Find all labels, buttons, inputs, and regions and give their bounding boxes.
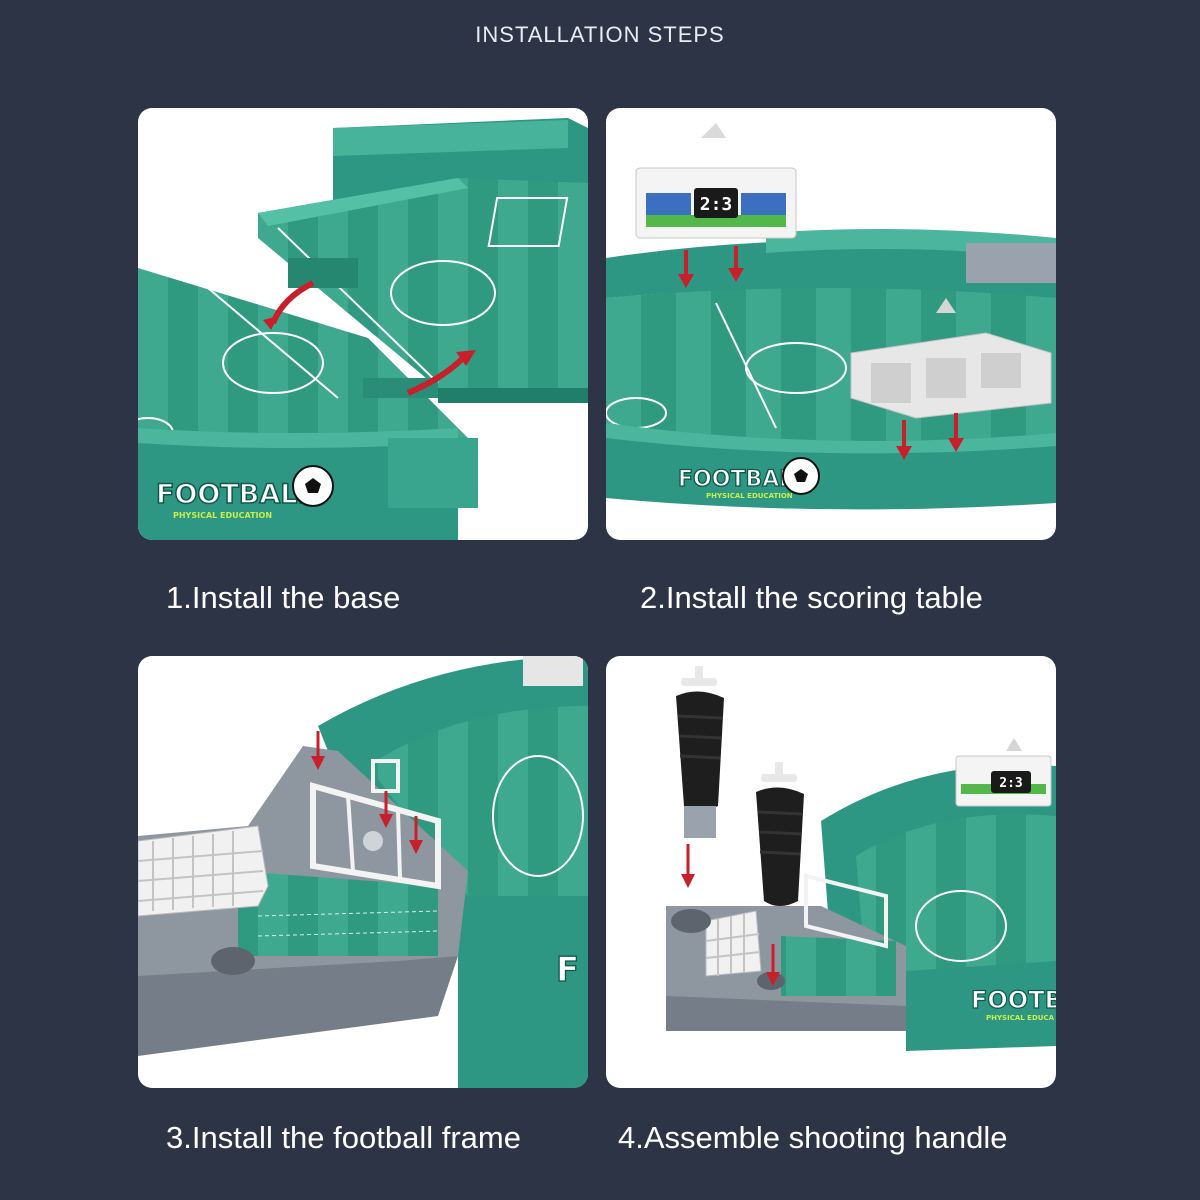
step-2-image: 2:3 FOOTBALL PHYSICAL EDUCATION [606, 108, 1056, 540]
score-display [991, 771, 1031, 793]
brand-label: FOOTBALL [156, 479, 315, 510]
front-rail [906, 961, 1056, 1051]
step-4-image: 2:3 FOOTBA PHYSICAL EDUCA [606, 656, 1056, 1088]
right-board [258, 178, 588, 388]
field [856, 814, 1056, 986]
connector-tab [288, 258, 358, 288]
goal-net [705, 910, 762, 977]
arrow-red [406, 355, 466, 396]
cup-holder [671, 909, 711, 933]
cup-holder [211, 947, 255, 975]
step-3-caption: 3.Install the football frame [166, 1120, 521, 1155]
step-1-caption: 1.Install the base [166, 580, 401, 615]
shooting-handle [676, 691, 724, 811]
step-4-caption: 4.Assemble shooting handle [618, 1120, 1008, 1155]
trophy-icon [936, 298, 956, 313]
football-frame [804, 873, 888, 949]
score-value: 2:3 [700, 194, 733, 215]
goal-frame [966, 243, 1056, 283]
goal-net [138, 825, 269, 917]
step-1-image: FOOTBALL PHYSICAL EDUCATION [138, 108, 588, 540]
brand-sub-label: PHYSICAL EDUCA [986, 1014, 1055, 1022]
trophy-icon [701, 123, 726, 138]
football-frame [310, 782, 441, 890]
brand-label: FOOTBA [971, 986, 1056, 1014]
score-value: 2:3 [999, 776, 1022, 791]
step-3-image: F [138, 656, 588, 1088]
brand-label: F [556, 950, 579, 990]
brand-sub-label: PHYSICAL EDUCATION [173, 511, 272, 520]
step-2-caption: 2.Install the scoring table [640, 580, 983, 615]
scoreboard [523, 656, 583, 686]
shooting-handle [756, 787, 804, 906]
trophy-icon [1006, 738, 1022, 751]
arrow-head [456, 350, 476, 366]
brand-sub-label: PHYSICAL EDUCATION [706, 492, 793, 500]
score-display [694, 188, 738, 218]
page-title: INSTALLATION STEPS [475, 22, 725, 47]
front-rail [458, 896, 588, 1088]
arrow-head [263, 316, 278, 330]
